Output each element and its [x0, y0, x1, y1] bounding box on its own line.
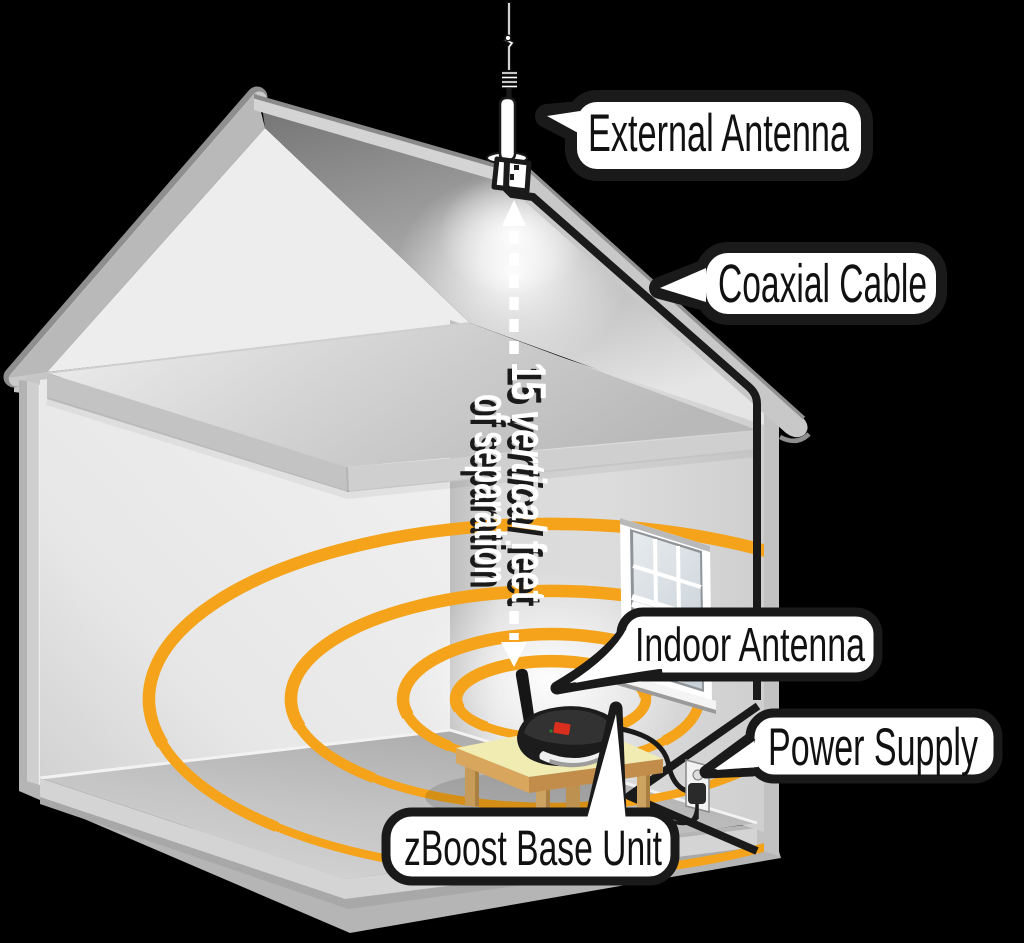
svg-text:Power Supply: Power Supply	[768, 718, 978, 777]
svg-text:15 vertical feet: 15 vertical feet	[501, 362, 555, 602]
svg-text:of separation: of separation	[460, 399, 514, 589]
svg-text:Coaxial Cable: Coaxial Cable	[718, 254, 927, 314]
svg-text:zBoost Base Unit: zBoost Base Unit	[404, 820, 662, 876]
svg-text:of separation: of separation	[464, 394, 518, 584]
svg-text:External Antenna: External Antenna	[588, 104, 849, 163]
svg-text:15 vertical feet: 15 vertical feet	[497, 367, 551, 607]
svg-text:Indoor Antenna: Indoor Antenna	[635, 619, 865, 672]
